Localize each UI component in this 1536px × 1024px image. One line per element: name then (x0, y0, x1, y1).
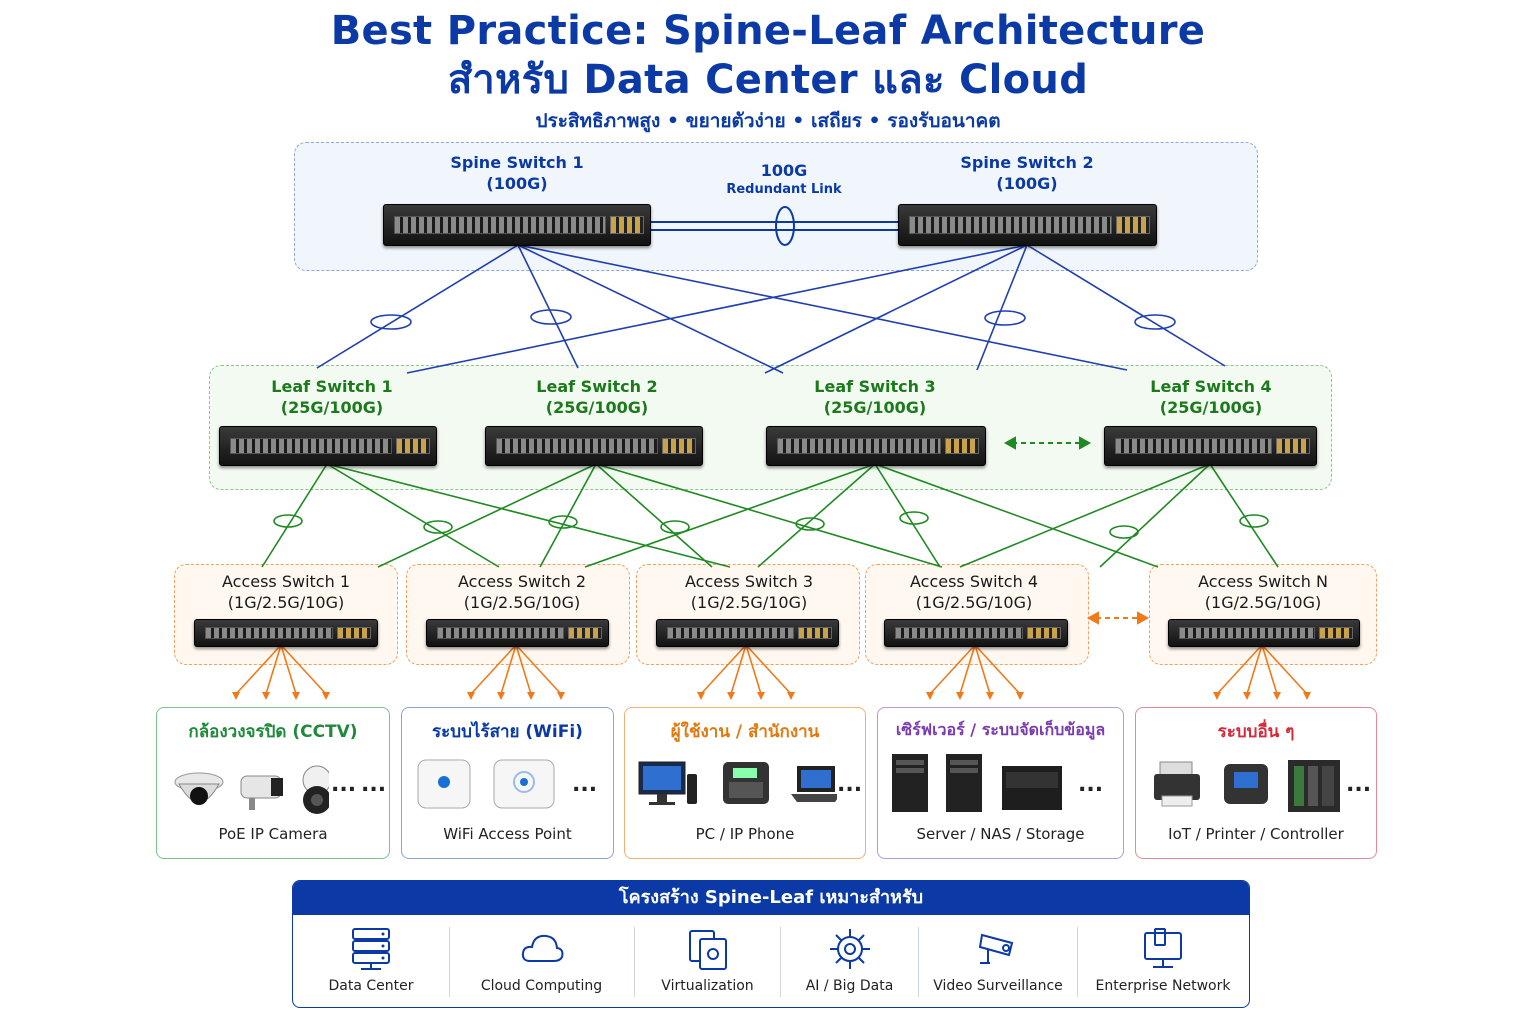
access-switch-2-label: Access Switch 2(1G/2.5G/10G) (457, 572, 587, 612)
access-switch-4[interactable] (884, 619, 1068, 647)
category-cctv-title: กล้องวงจรปิด (CCTV) (188, 722, 358, 742)
leaf-switch-3-label: Leaf Switch 3(25G/100G) (814, 377, 936, 417)
leaf-switch-3[interactable] (766, 426, 986, 466)
category-servers-title: เซิร์ฟเวอร์ / ระบบจัดเก็บข้อมูล (895, 720, 1106, 739)
leaf-access-links (261, 463, 1279, 568)
leaf-switch-4[interactable] (1104, 426, 1317, 466)
use-case-enterprise-network: Enterprise Network (1078, 915, 1248, 1007)
category-users: ผู้ใช้งาน / สำนักงาน ... PC / IP Phone (624, 707, 866, 859)
category-servers-subtitle: Server / NAS / Storage (916, 825, 1085, 843)
divider (634, 927, 635, 997)
use-case-video-surveillance: Video Surveillance (919, 915, 1077, 1007)
spine-switch-2[interactable] (898, 204, 1157, 246)
page-subtitle: ประสิทธิภาพสูง • ขยายตัวง่าย • เสถียร • … (535, 110, 1001, 132)
access-dashed-link (1086, 611, 1150, 625)
use-case-virtualization: Virtualization (635, 915, 780, 1007)
ip-camera-icon (174, 765, 329, 814)
more-devices-dots: ... (1346, 772, 1372, 797)
more-devices-dots: ... (331, 772, 357, 797)
spine-redundant-link (648, 206, 900, 246)
ai-chip-icon (829, 929, 870, 969)
more-devices-dots: ... (837, 772, 863, 797)
access-switch-1-label: Access Switch 1(1G/2.5G/10G) (221, 572, 351, 612)
access-switch-3-label: Access Switch 3(1G/2.5G/10G) (684, 572, 814, 612)
access-switch-1[interactable] (194, 619, 378, 647)
access-device-links (232, 644, 1311, 700)
enterprise-network-icon (1144, 928, 1182, 968)
page-title-line2: สำหรับ Data Center และ Cloud (447, 57, 1089, 103)
access-switch-n-label: Access Switch N(1G/2.5G/10G) (1198, 572, 1328, 612)
category-other: ระบบอื่น ๆ ... IoT / Printer / Controlle… (1135, 707, 1377, 859)
spine-leaf-links (316, 244, 1226, 374)
spine-switch-1-label: Spine Switch 1(100G) (450, 153, 584, 193)
use-case-ai-big-data: AI / Big Data (781, 915, 918, 1007)
page-title: Best Practice: Spine-Leaf Architecture (330, 8, 1206, 54)
category-cctv: กล้องวงจรปิด (CCTV) ... ... PoE IP Camer… (156, 707, 390, 859)
spine-switch-2-label: Spine Switch 2(100G) (960, 153, 1094, 193)
server-nas-storage-icon (892, 754, 1062, 812)
category-users-subtitle: PC / IP Phone (695, 825, 795, 843)
leaf-switch-2[interactable] (485, 426, 703, 466)
access-switch-2[interactable] (426, 619, 609, 647)
virtualization-icon (688, 930, 727, 970)
iot-printer-controller-icon (1154, 760, 1340, 812)
access-tier-box-1 (174, 564, 398, 665)
category-wifi: ระบบไร้สาย (WiFi) ... WiFi Access Point (401, 707, 614, 859)
use-case-data-center: Data Center (293, 915, 449, 1007)
access-switch-4-label: Access Switch 4(1G/2.5G/10G) (909, 572, 1039, 612)
leaf-switch-4-label: Leaf Switch 4(25G/100G) (1150, 377, 1272, 417)
category-wifi-subtitle: WiFi Access Point (443, 825, 572, 843)
category-servers: เซิร์ฟเวอร์ / ระบบจัดเก็บข้อมูล ... Serv… (877, 707, 1124, 859)
category-other-title: ระบบอื่น ๆ (1217, 722, 1295, 742)
divider (449, 927, 450, 997)
leaf-switch-2-label: Leaf Switch 2(25G/100G) (536, 377, 658, 417)
divider (780, 927, 781, 997)
use-case-cloud-computing: Cloud Computing (450, 915, 633, 1007)
more-devices-dots: ... (1078, 772, 1104, 797)
leaf-switch-1-label: Leaf Switch 1(25G/100G) (271, 377, 393, 417)
category-other-subtitle: IoT / Printer / Controller (1168, 825, 1344, 843)
use-cases-header: โครงสร้าง Spine-Leaf เหมาะสำหรับ (293, 881, 1249, 915)
category-wifi-title: ระบบไร้สาย (WiFi) (432, 722, 583, 742)
server-rack-icon (352, 928, 390, 970)
divider (1077, 927, 1078, 997)
more-devices-dots: ... (572, 772, 598, 797)
access-switch-n[interactable] (1168, 619, 1360, 647)
spine-switch-1[interactable] (383, 204, 651, 246)
cloud-icon (521, 934, 563, 962)
divider (918, 927, 919, 997)
pc-ip-phone-icon (638, 761, 837, 805)
leaf-dashed-link (1003, 436, 1092, 450)
access-switch-3[interactable] (656, 619, 839, 647)
category-users-title: ผู้ใช้งาน / สำนักงาน (670, 722, 820, 742)
wifi-access-point-icon (417, 759, 555, 809)
cctv-icon (978, 933, 1014, 964)
category-cctv-subtitle: PoE IP Camera (218, 825, 328, 843)
more-devices-dots: ... (361, 772, 387, 797)
use-cases-panel: โครงสร้าง Spine-Leaf เหมาะสำหรับ Data Ce… (292, 880, 1250, 1008)
leaf-switch-1[interactable] (219, 426, 437, 466)
